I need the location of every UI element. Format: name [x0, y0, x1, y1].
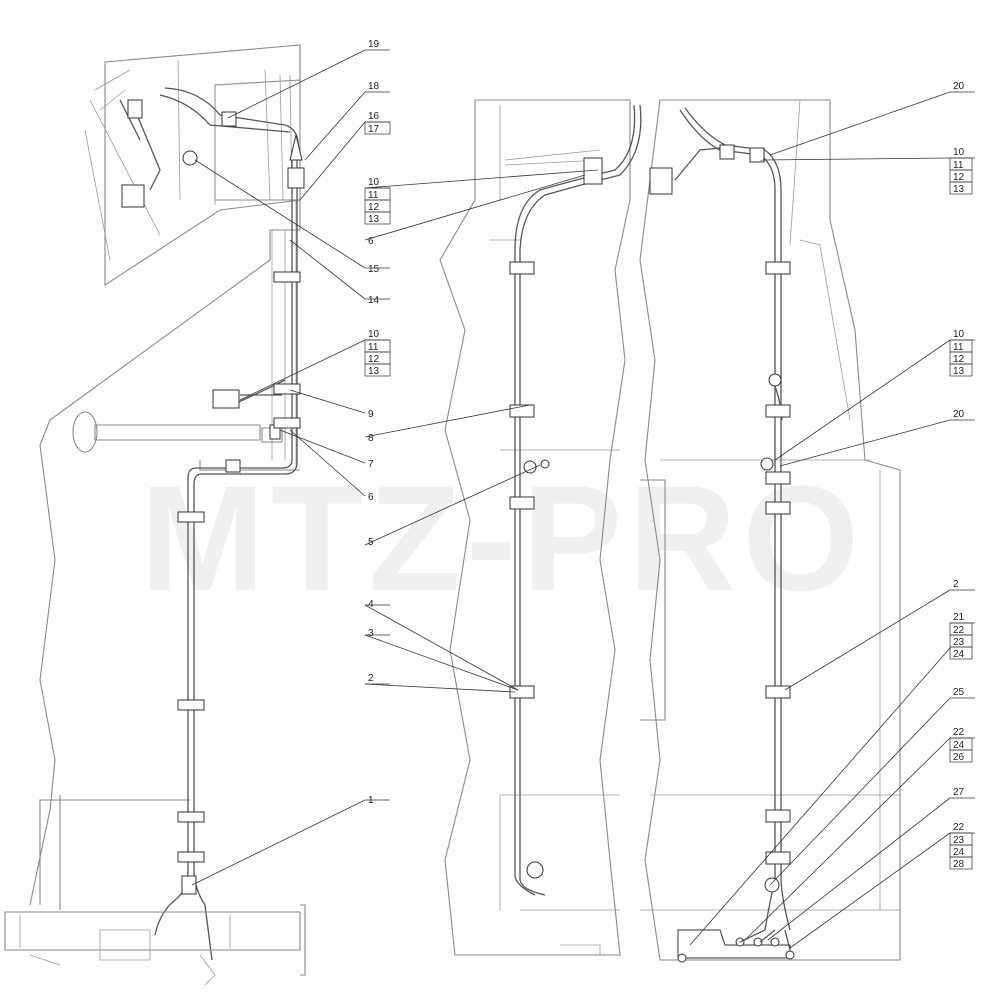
svg-text:13: 13: [953, 184, 965, 195]
svg-text:24: 24: [953, 740, 965, 751]
svg-text:11: 11: [953, 160, 964, 171]
svg-text:8: 8: [368, 433, 374, 444]
callout-14: 14: [365, 295, 390, 306]
svg-text:22: 22: [953, 727, 965, 738]
callout-20-b: 20: [950, 409, 975, 421]
svg-text:22: 22: [953, 822, 965, 833]
callout-2-a: 2: [365, 673, 390, 685]
svg-text:12: 12: [368, 354, 380, 365]
svg-text:1: 1: [368, 795, 374, 806]
callout-16-17: 16 17: [364, 111, 391, 135]
svg-text:17: 17: [368, 124, 380, 135]
svg-text:13: 13: [953, 366, 965, 377]
callout-2-b: 2: [950, 579, 975, 591]
svg-text:4: 4: [368, 599, 374, 610]
svg-text:12: 12: [368, 202, 380, 213]
middle-harness: [519, 104, 642, 896]
svg-text:7: 7: [368, 459, 374, 470]
svg-text:23: 23: [953, 637, 965, 648]
svg-text:11: 11: [953, 342, 964, 353]
svg-text:6: 6: [368, 492, 374, 503]
left-bottom-frame: [4, 911, 301, 951]
svg-text:19: 19: [368, 39, 380, 50]
svg-text:13: 13: [368, 214, 380, 225]
callout-4: 4: [365, 599, 390, 610]
callout-10-13-a: 10 11 12 13: [364, 177, 391, 225]
svg-text:6: 6: [368, 236, 374, 247]
svg-text:3: 3: [368, 628, 374, 639]
svg-text:24: 24: [953, 847, 965, 858]
svg-text:13: 13: [368, 366, 380, 377]
svg-text:12: 12: [953, 172, 965, 183]
left-harness-main: [154, 150, 293, 936]
callout-7: 7: [368, 459, 374, 470]
svg-text:14: 14: [368, 295, 380, 306]
callout-20-a: 20: [950, 81, 975, 93]
callout-10-13-d: 10 11 12 13: [949, 329, 975, 377]
svg-text:27: 27: [953, 787, 965, 798]
right-view: [639, 99, 901, 963]
svg-text:28: 28: [953, 859, 965, 870]
callout-3: 3: [365, 628, 390, 639]
svg-text:11: 11: [368, 342, 379, 353]
callout-25: 25: [950, 687, 975, 699]
svg-text:22: 22: [953, 625, 965, 636]
right-harness: [679, 109, 776, 931]
callout-22-24-26: 22 24 26: [949, 727, 975, 763]
svg-text:25: 25: [953, 687, 965, 698]
callout-10-13-b: 10 11 12 13: [364, 329, 391, 377]
callout-6-a: 6: [368, 236, 374, 247]
callout-21-24: 21 22 23 24: [949, 612, 975, 660]
svg-text:26: 26: [953, 752, 965, 763]
svg-text:2: 2: [368, 673, 374, 684]
svg-text:5: 5: [368, 537, 374, 548]
middle-view: [439, 99, 666, 956]
callout-1: 1: [365, 795, 390, 806]
callout-5: 5: [368, 537, 374, 548]
svg-text:15: 15: [368, 264, 380, 275]
inset-panel-outline: [104, 44, 301, 287]
svg-text:20: 20: [953, 81, 965, 92]
callout-18: 18: [365, 81, 390, 93]
svg-text:20: 20: [953, 409, 965, 420]
svg-text:9: 9: [368, 409, 374, 420]
callout-19: 19: [365, 39, 390, 51]
svg-text:10: 10: [368, 177, 380, 188]
callout-9: 9: [368, 409, 374, 420]
callout-22-23-24-28: 22 23 24 28: [949, 822, 975, 870]
watermark: MTZ-PRO: [140, 454, 865, 622]
middle-cab-outline: [439, 99, 631, 956]
callout-27: 27: [950, 787, 975, 799]
callout-labels: 19 18 16 17 10 11 12 13 6 15: [364, 39, 975, 870]
svg-text:23: 23: [953, 835, 965, 846]
svg-text:16: 16: [368, 111, 380, 122]
svg-text:10: 10: [953, 329, 965, 340]
leader-lines: [191, 49, 951, 949]
svg-text:18: 18: [368, 81, 380, 92]
svg-text:10: 10: [368, 329, 380, 340]
callout-6-b: 6: [368, 492, 374, 503]
callout-10-13-c: 10 11 12 13: [949, 147, 975, 195]
svg-text:11: 11: [368, 190, 379, 201]
svg-text:24: 24: [953, 649, 965, 660]
callout-8: 8: [368, 433, 374, 444]
svg-text:10: 10: [953, 147, 965, 158]
callout-15: 15: [365, 264, 390, 275]
svg-text:12: 12: [953, 354, 965, 365]
svg-text:21: 21: [953, 612, 965, 623]
svg-text:2: 2: [953, 579, 959, 590]
left-view: [4, 44, 306, 986]
